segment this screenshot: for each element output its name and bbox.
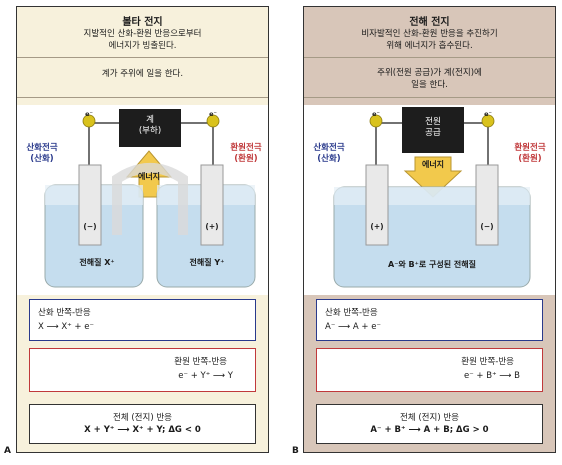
panel-b-marker: B [292,446,299,456]
electron-symbol-right: e⁻ [484,110,492,118]
power-supply-label: 전원 공급 [425,117,441,138]
oxidation-title: 산화 반쪽-반응 [325,308,378,318]
electron-symbol-left: e⁻ [372,110,380,118]
load-label: 계 (부하) [138,115,162,136]
oxidation-title: 산화 반쪽-반응 [38,308,91,318]
overall-title: 전체 (전지) 반응 [400,413,459,423]
left-electrode-sign: (+) [370,222,384,231]
solution-label: A⁻와 B⁺로 구성된 전해질 [388,260,476,269]
reduction-title: 환원 반쪽-반응 [174,357,227,367]
panel-title: 전해 전지 [409,17,450,28]
anode-label: 산화전극 (산화) [313,143,345,164]
left-electrode-sign: (−) [83,222,97,231]
reduction-half-reaction-box: 환원 반쪽-반응 e⁻ + B⁺ ⟶ B [316,348,543,392]
overall-title: 전체 (전지) 반응 [113,413,172,423]
energy-label: 에너지 [137,172,161,181]
cathode-label: 환원전극 (환원) [514,143,546,164]
reduction-title: 환원 반쪽-반응 [461,357,514,367]
oxidation-equation: X ⟶ X⁺ + e⁻ [38,322,94,332]
panel-description: 비자발적인 산화-환원 반응을 추진하기 위해 에너지가 흡수된다. [361,29,498,51]
reduction-half-reaction-box: 환원 반쪽-반응 e⁻ + Y⁺ ⟶ Y [29,348,256,392]
cathode-label: 환원전극 (환원) [230,143,262,164]
overall-reaction-box: 전체 (전지) 반응 X + Y⁺ ⟶ X⁺ + Y; ΔG < 0 [29,404,256,444]
voltaic-cell-diagram: 계 (부하) 에너지 산화전극 (산화) 환원전극 (환원) (−) (+) 전… [17,105,268,295]
electrolytic-cell-diagram: 전원 공급 에너지 산화전극 (산화) 환원전극 (환원) (+) (−) A⁻… [304,105,555,295]
panel-title: 볼타 전지 [122,17,163,28]
electron-symbol-right: e⁻ [209,110,217,118]
electron-symbol-left: e⁻ [85,110,93,118]
energy-label: 에너지 [421,160,445,169]
overall-equation: A⁻ + B⁺ ⟶ A + B; ΔG > 0 [370,425,489,435]
right-electrode-sign: (−) [480,222,494,231]
overall-equation: X + Y⁺ ⟶ X⁺ + Y; ΔG < 0 [84,425,201,435]
left-solution-label: 전해질 X⁺ [79,258,115,267]
right-solution-label: 전해질 Y⁺ [189,258,225,267]
oxidation-equation: A⁻ ⟶ A + e⁻ [325,322,381,332]
work-note: 주위(전원 공급)가 계(전지)에 일을 한다. [377,68,482,90]
reduction-equation: e⁻ + B⁺ ⟶ B [464,371,520,381]
panel-a-marker: A [4,446,11,456]
electrolytic-cell-panel: 전해 전지 비자발적인 산화-환원 반응을 추진하기 위해 에너지가 흡수된다.… [303,6,556,453]
oxidation-half-reaction-box: 산화 반쪽-반응 A⁻ ⟶ A + e⁻ [316,299,543,341]
anode-label: 산화전극 (산화) [26,143,58,164]
voltaic-cell-panel: 볼타 전지 지발적인 산화-환원 반응으로부터 에너지가 빙출된다. 계가 주위… [16,6,269,453]
panel-description: 지발적인 산화-환원 반응으로부터 에너지가 빙출된다. [83,29,202,51]
reduction-equation: e⁻ + Y⁺ ⟶ Y [178,371,233,381]
right-electrode-sign: (+) [205,222,219,231]
oxidation-half-reaction-box: 산화 반쪽-반응 X ⟶ X⁺ + e⁻ [29,299,256,341]
overall-reaction-box: 전체 (전지) 반응 A⁻ + B⁺ ⟶ A + B; ΔG > 0 [316,404,543,444]
work-note: 계가 주위에 일을 한다. [101,69,184,79]
